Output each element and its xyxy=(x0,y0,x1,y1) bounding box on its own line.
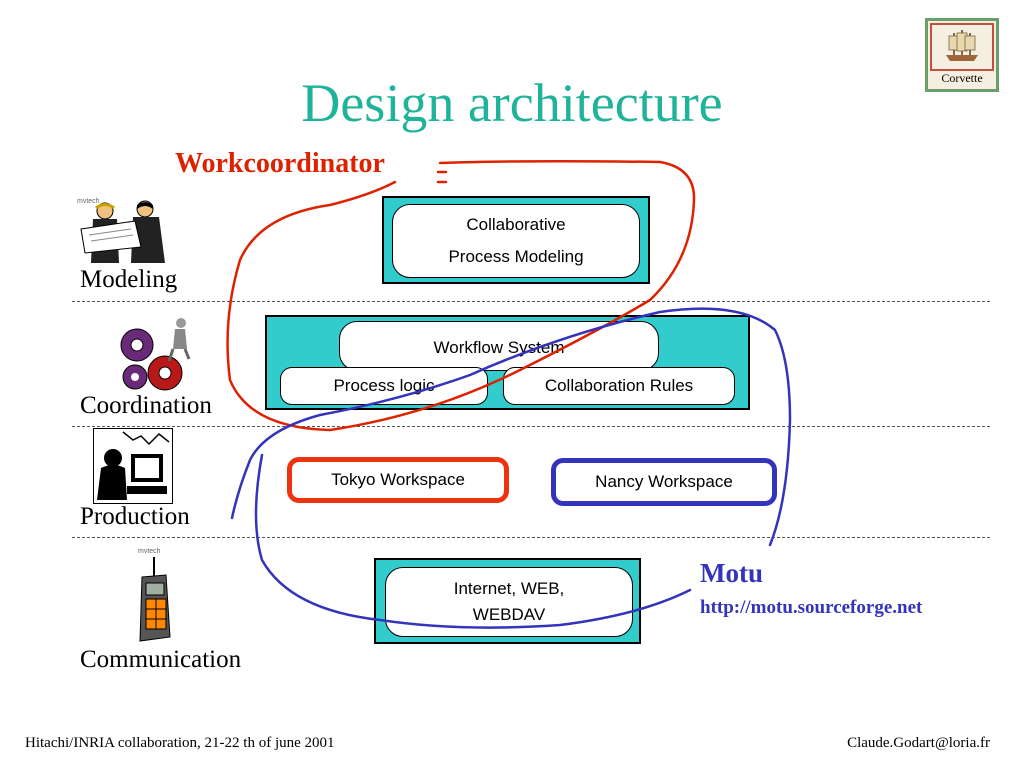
collaboration-rules-label: Collaboration Rules xyxy=(544,376,694,395)
layer-label-coordination: Coordination xyxy=(80,392,212,419)
business-people-icon: mvtech xyxy=(77,198,165,263)
svg-text:mvtech: mvtech xyxy=(138,548,161,555)
nancy-workspace-box: Nancy Workspace xyxy=(551,458,777,506)
workcoordinator-label: Workcoordinator xyxy=(175,148,385,179)
internet-web-webdav-box: Internet, WEB, WEBDAV xyxy=(385,567,633,637)
collaboration-rules-box: Collaboration Rules xyxy=(503,367,735,405)
coordination-container: Workflow System Process logic Collaborat… xyxy=(265,315,750,410)
ship-icon xyxy=(930,23,994,71)
gears-person-icon xyxy=(120,318,191,391)
layer-divider xyxy=(72,301,990,302)
tokyo-label: Tokyo Workspace xyxy=(331,470,465,489)
footer-email: Claude.Godart@loria.fr xyxy=(847,735,990,751)
layer-divider xyxy=(72,537,990,538)
communication-container: Internet, WEB, WEBDAV xyxy=(374,558,641,644)
svg-text:mvtech: mvtech xyxy=(77,198,100,205)
process-logic-box: Process logic xyxy=(280,367,488,405)
tokyo-workspace-box: Tokyo Workspace xyxy=(287,457,509,503)
footer-left: Hitachi/INRIA collaboration, 21-22 th of… xyxy=(25,735,335,751)
motu-url-link[interactable]: http://motu.sourceforge.net xyxy=(700,597,923,618)
nancy-label: Nancy Workspace xyxy=(595,472,733,491)
layer-label-modeling: Modeling xyxy=(80,266,178,293)
layer-label-production: Production xyxy=(80,503,190,530)
logo-text: Corvette xyxy=(941,71,983,85)
collab-line2: Process Modeling xyxy=(448,247,584,266)
internet-line1: Internet, WEB, xyxy=(453,579,565,598)
process-logic-label: Process logic xyxy=(333,376,435,395)
corvette-logo: Corvette xyxy=(925,18,999,92)
collaborative-process-modeling-box: Collaborative Process Modeling xyxy=(392,204,640,278)
collab-line1: Collaborative xyxy=(466,215,566,234)
internet-line2: WEBDAV xyxy=(472,605,546,624)
page-title: Design architecture xyxy=(301,73,723,133)
computer-worker-icon xyxy=(93,428,173,504)
workflow-system-box: Workflow System xyxy=(339,321,659,371)
workflow-label: Workflow System xyxy=(433,338,565,357)
layer-divider xyxy=(72,426,990,427)
modeling-container: Collaborative Process Modeling xyxy=(382,196,650,284)
mobile-phone-icon: mvtech xyxy=(138,548,171,642)
layer-label-communication: Communication xyxy=(80,646,242,673)
motu-label: Motu xyxy=(700,558,763,588)
